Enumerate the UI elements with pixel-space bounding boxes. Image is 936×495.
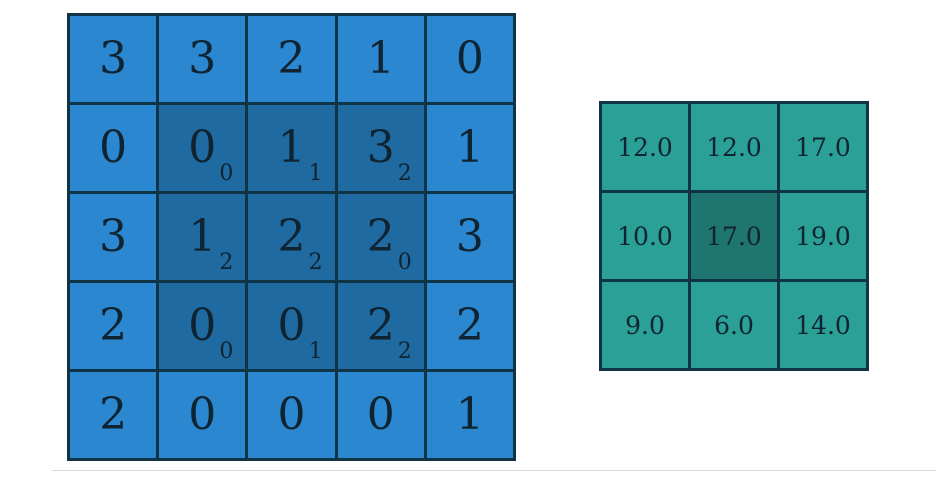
- output-cell: 19.0: [780, 193, 866, 279]
- input-value: 1: [455, 122, 484, 173]
- input-value: 2: [99, 300, 128, 351]
- input-value: 0: [188, 122, 217, 173]
- input-value: 1: [277, 122, 306, 173]
- kernel-weight: 1: [308, 161, 323, 186]
- input-value: 2: [366, 300, 395, 351]
- input-value: 1: [455, 389, 484, 440]
- output-cell: 12.0: [691, 104, 777, 190]
- kernel-weight: 0: [219, 339, 234, 364]
- output-cell: 10.0: [602, 193, 688, 279]
- output-cell-active: 17.0: [691, 193, 777, 279]
- input-value: 3: [455, 211, 484, 262]
- input-value: 0: [188, 300, 217, 351]
- input-cell: 3: [70, 194, 157, 280]
- kernel-weight: 2: [397, 161, 412, 186]
- input-value: 3: [99, 33, 128, 84]
- input-cell: 1: [426, 372, 513, 458]
- kernel-weight: 2: [397, 339, 412, 364]
- kernel-weight: 2: [308, 250, 323, 275]
- input-value: 2: [99, 389, 128, 440]
- output-cell: 17.0: [780, 104, 866, 190]
- input-cell: 0: [159, 372, 246, 458]
- input-cell: 2: [70, 372, 157, 458]
- input-cell: 0: [70, 105, 157, 191]
- input-value: 0: [277, 300, 306, 351]
- output-cell: 14.0: [780, 282, 866, 368]
- input-value: 2: [366, 211, 395, 262]
- input-cell: 2: [70, 283, 157, 369]
- input-cell: 3: [70, 16, 157, 102]
- kernel-weight: 1: [308, 339, 323, 364]
- input-cell: 2: [248, 16, 335, 102]
- input-cell: 0: [248, 372, 335, 458]
- input-cell: 2: [426, 283, 513, 369]
- kernel-weight: 0: [219, 161, 234, 186]
- input-value: 1: [366, 33, 395, 84]
- output-cell: 6.0: [691, 282, 777, 368]
- kernel-weight: 0: [397, 250, 412, 275]
- input-value: 3: [99, 211, 128, 262]
- input-cell: 3: [159, 16, 246, 102]
- input-cell: 3: [426, 194, 513, 280]
- input-cell: 1: [337, 16, 424, 102]
- output-cell: 9.0: [602, 282, 688, 368]
- input-value: 3: [188, 33, 217, 84]
- input-value: 0: [99, 122, 128, 173]
- input-value: 0: [455, 33, 484, 84]
- output-cell: 12.0: [602, 104, 688, 190]
- input-cell: 1: [426, 105, 513, 191]
- kernel-weight: 2: [219, 250, 234, 275]
- input-value: 3: [366, 122, 395, 173]
- input-value: 2: [455, 300, 484, 351]
- input-cell: 0: [426, 16, 513, 102]
- input-value: 1: [188, 211, 217, 262]
- input-value: 0: [277, 389, 306, 440]
- divider-line: [52, 470, 936, 471]
- input-value: 0: [366, 389, 395, 440]
- input-value: 2: [277, 211, 306, 262]
- input-cell: 0: [337, 372, 424, 458]
- input-value: 2: [277, 33, 306, 84]
- input-value: 0: [188, 389, 217, 440]
